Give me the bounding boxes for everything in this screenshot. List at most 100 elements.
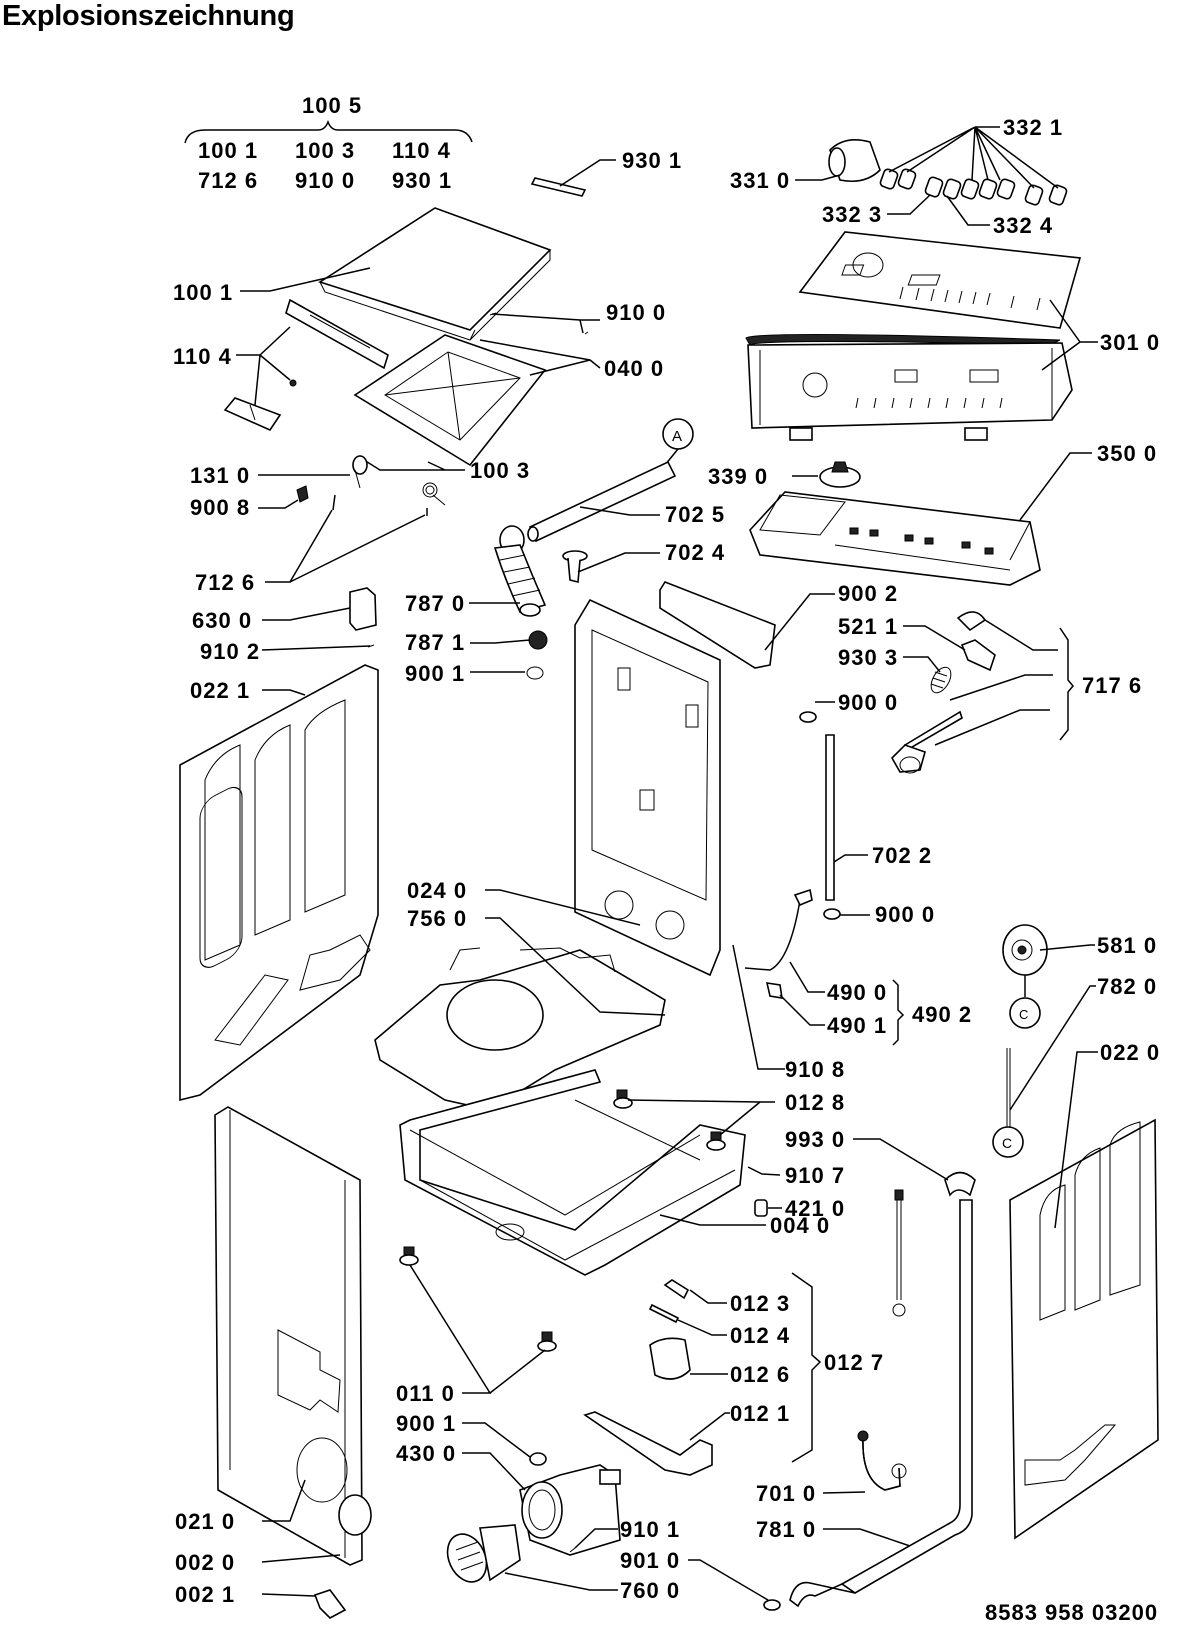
part-011-0-feet: 011 0	[396, 1246, 557, 1406]
callout-712-6: 712 6	[195, 570, 255, 595]
callout-350-0: 350 0	[1097, 441, 1157, 466]
button-caps	[879, 168, 1068, 206]
group-brace-100-5	[184, 119, 473, 144]
part-hose-rod-hanger	[892, 1189, 906, 1317]
callout-910-2: 910 2	[200, 639, 260, 664]
part-581-0-pulley: 581 0	[1002, 924, 1157, 997]
callout-002-1: 002 1	[175, 1582, 235, 1607]
callout-004-0: 004 0	[770, 1213, 830, 1238]
part-022-0-side-panel: 022 0	[1009, 1040, 1160, 1540]
group-label-717-6: 717 6	[1082, 673, 1142, 698]
part-421-0: 421 0	[754, 1196, 845, 1221]
callout-900-2: 900 2	[838, 581, 898, 606]
callout-900-8: 900 8	[190, 495, 250, 520]
part-760-0-filter: 760 0	[446, 1524, 680, 1603]
part-930-1-strip: 930 1	[530, 148, 682, 197]
connector-marker-a: A	[672, 428, 682, 445]
connector-marker-c: C	[1019, 1007, 1028, 1022]
callout-100-3: 100 3	[470, 458, 530, 483]
group-490-2: 490 0 490 1 490 2	[744, 888, 972, 1046]
callout-787-0: 787 0	[405, 591, 465, 616]
group-label-100-5: 100 5	[302, 93, 362, 118]
part-787-1: 787 1	[405, 630, 548, 655]
group-012-7: 012 3 012 4 012 6 012 1 012 7	[583, 1272, 884, 1476]
callout-900-1: 900 1	[396, 1411, 456, 1436]
callout-022-1: 022 1	[190, 678, 250, 703]
callout-011-0: 011 0	[396, 1381, 455, 1406]
group-label-490-2: 490 2	[912, 1002, 972, 1027]
part-900-1-clamp-a: 900 1	[405, 661, 544, 686]
group-label-012-7: 012 7	[824, 1350, 884, 1375]
callout-012-4: 012 4	[730, 1323, 790, 1348]
group-100-5: 100 5 100 1 100 3 110 4 712 6 910 0 930 …	[184, 93, 473, 193]
callout-630-0: 630 0	[192, 608, 252, 633]
group-member: 712 6	[198, 168, 258, 193]
callout-332-3: 332 3	[822, 202, 882, 227]
part-787-0-bellows: 787 0	[405, 525, 547, 617]
callout-490-0: 490 0	[827, 980, 887, 1005]
callout-910-8: 910 8	[785, 1057, 845, 1082]
part-910-8-screw: 910 8	[732, 944, 845, 1082]
part-782-0-rod: 782 0 C	[992, 974, 1157, 1158]
part-004-0-chassis: 004 0	[399, 1069, 830, 1276]
callout-782-0: 782 0	[1097, 974, 1157, 999]
connector-c-upper: C	[1009, 997, 1041, 1029]
part-900-8: 900 8	[190, 485, 309, 520]
callout-022-0: 022 0	[1100, 1040, 1160, 1065]
callout-021-0: 021 0	[175, 1509, 235, 1534]
callout-332-4: 332 4	[993, 213, 1053, 238]
part-702-4: 702 4	[562, 540, 724, 584]
callout-040-0: 040 0	[604, 356, 664, 381]
part-901-0: 901 0	[620, 1548, 781, 1611]
callout-332-1: 332 1	[1003, 115, 1063, 140]
callout-131-0: 131 0	[190, 463, 250, 488]
part-910-7: 910 7	[747, 1163, 845, 1188]
callout-012-3: 012 3	[730, 1291, 790, 1316]
callout-993-0: 993 0	[785, 1127, 845, 1152]
callout-901-0: 901 0	[620, 1548, 680, 1573]
part-521-1: 521 1	[838, 614, 996, 672]
part-332-buttons: 332 1 332 3 332 4	[822, 115, 1068, 238]
part-910-2: 910 2	[200, 639, 375, 664]
part-022-1-side-panel: 022 1	[179, 664, 379, 1102]
part-900-0-lower: 900 0	[823, 902, 934, 927]
callout-756-0: 756 0	[407, 906, 467, 931]
callout-930-1: 930 1	[622, 148, 682, 173]
part-712-6: 712 6	[195, 494, 428, 595]
callout-900-0: 900 0	[838, 690, 898, 715]
callout-760-0: 760 0	[620, 1578, 680, 1603]
callout-900-1: 900 1	[405, 661, 465, 686]
group-member: 110 4	[392, 138, 451, 163]
callout-910-1: 910 1	[620, 1517, 680, 1542]
connector-marker-c: C	[1002, 1135, 1012, 1151]
callout-339-0: 339 0	[708, 464, 768, 489]
callout-024-0: 024 0	[407, 878, 467, 903]
part-100-1-lid: 100 1	[173, 207, 552, 341]
part-781-0-drain-hose: 781 0	[756, 1199, 973, 1608]
part-900-2-bracket: 900 2	[659, 581, 898, 669]
part-430-0-pump: 430 0	[396, 1441, 621, 1556]
callout-110-4: 110 4	[173, 344, 232, 369]
callout-930-3: 930 3	[838, 645, 898, 670]
part-040-0: 040 0	[479, 339, 664, 381]
drawing-number: 8583 958 03200	[985, 1600, 1158, 1625]
part-900-0-upper: 900 0	[799, 690, 898, 723]
part-331-0-knob: 331 0	[730, 139, 881, 193]
callout-331-0: 331 0	[730, 168, 790, 193]
part-110-4-trim: 110 4	[173, 298, 389, 432]
callout-301-0: 301 0	[1100, 330, 1160, 355]
callout-490-1: 490 1	[827, 1013, 887, 1038]
part-301-0-fascia: 301 0	[745, 231, 1160, 441]
callout-701-0: 701 0	[756, 1481, 816, 1506]
part-930-3-spring: 930 3	[838, 645, 952, 694]
part-993-0: 993 0	[785, 1127, 976, 1197]
callout-910-7: 910 7	[785, 1163, 845, 1188]
callout-430-0: 430 0	[396, 1441, 456, 1466]
part-702-2-tube: 702 2	[825, 734, 931, 901]
part-024-0-rear-frame: 024 0	[407, 598, 721, 977]
part-021-0-front-panel: 021 0	[175, 1106, 363, 1566]
callout-787-1: 787 1	[405, 630, 465, 655]
callout-581-0: 581 0	[1097, 933, 1157, 958]
callout-421-0: 421 0	[785, 1196, 845, 1221]
